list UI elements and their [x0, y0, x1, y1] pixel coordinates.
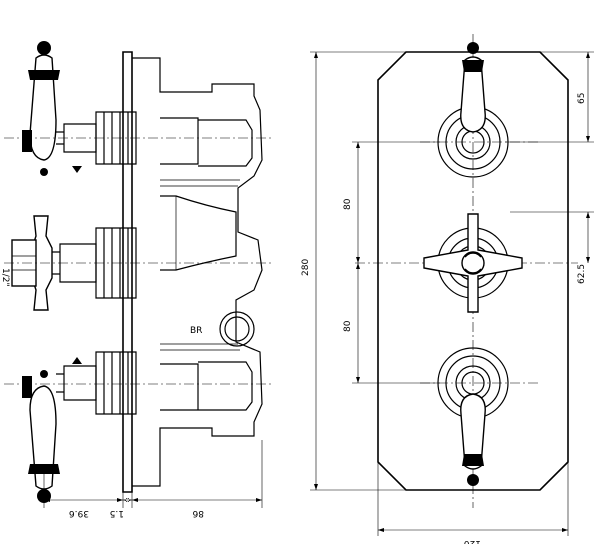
front-view: 280 80 80 65 62.5	[301, 34, 594, 544]
front-dim-spacing	[352, 141, 440, 384]
dim-front-upper-spacing: 80	[343, 198, 353, 210]
front-dim-width	[377, 462, 569, 536]
front-dim-total-height	[310, 51, 406, 491]
side-body-bottom-chamber	[160, 361, 253, 411]
front-dim-top	[505, 51, 594, 143]
side-outlet-port-outer	[219, 311, 255, 347]
side-body-top-chamber	[160, 117, 253, 167]
side-outlet-port-inner	[224, 316, 250, 342]
side-bottom-spindle	[56, 365, 97, 401]
side-marker-bottom	[72, 357, 82, 364]
side-bottom-dimensions	[43, 440, 263, 508]
side-body-inner-lines	[160, 179, 240, 351]
dim-front-lower-spacing: 80	[343, 320, 353, 332]
side-marker-top	[72, 166, 82, 173]
front-faceplate	[377, 51, 569, 491]
side-port-label: 1/2"	[0, 268, 10, 287]
side-view: BR 1/2"	[0, 41, 272, 518]
front-bottom-valve	[437, 347, 509, 486]
side-flow-mark: BR	[190, 326, 202, 336]
front-mid-valve	[423, 213, 523, 313]
front-dim-mid	[510, 211, 594, 263]
dim-front-total-height: 280	[301, 259, 311, 276]
dim-side-body: 86	[192, 508, 204, 518]
side-bottom-cartridge	[95, 351, 137, 415]
dim-side-handle-width: 39.6	[69, 508, 89, 518]
dim-side-plate: 1.5	[110, 508, 124, 518]
side-top-lever-handle	[22, 41, 60, 176]
dim-front-width: 120	[464, 538, 481, 544]
side-bottom-lever-handle	[22, 370, 60, 503]
side-body-mid-chamber	[160, 195, 237, 271]
dim-front-mid: 62.5	[577, 264, 587, 284]
side-valve-body	[132, 57, 263, 487]
dim-front-top: 65	[577, 93, 587, 104]
